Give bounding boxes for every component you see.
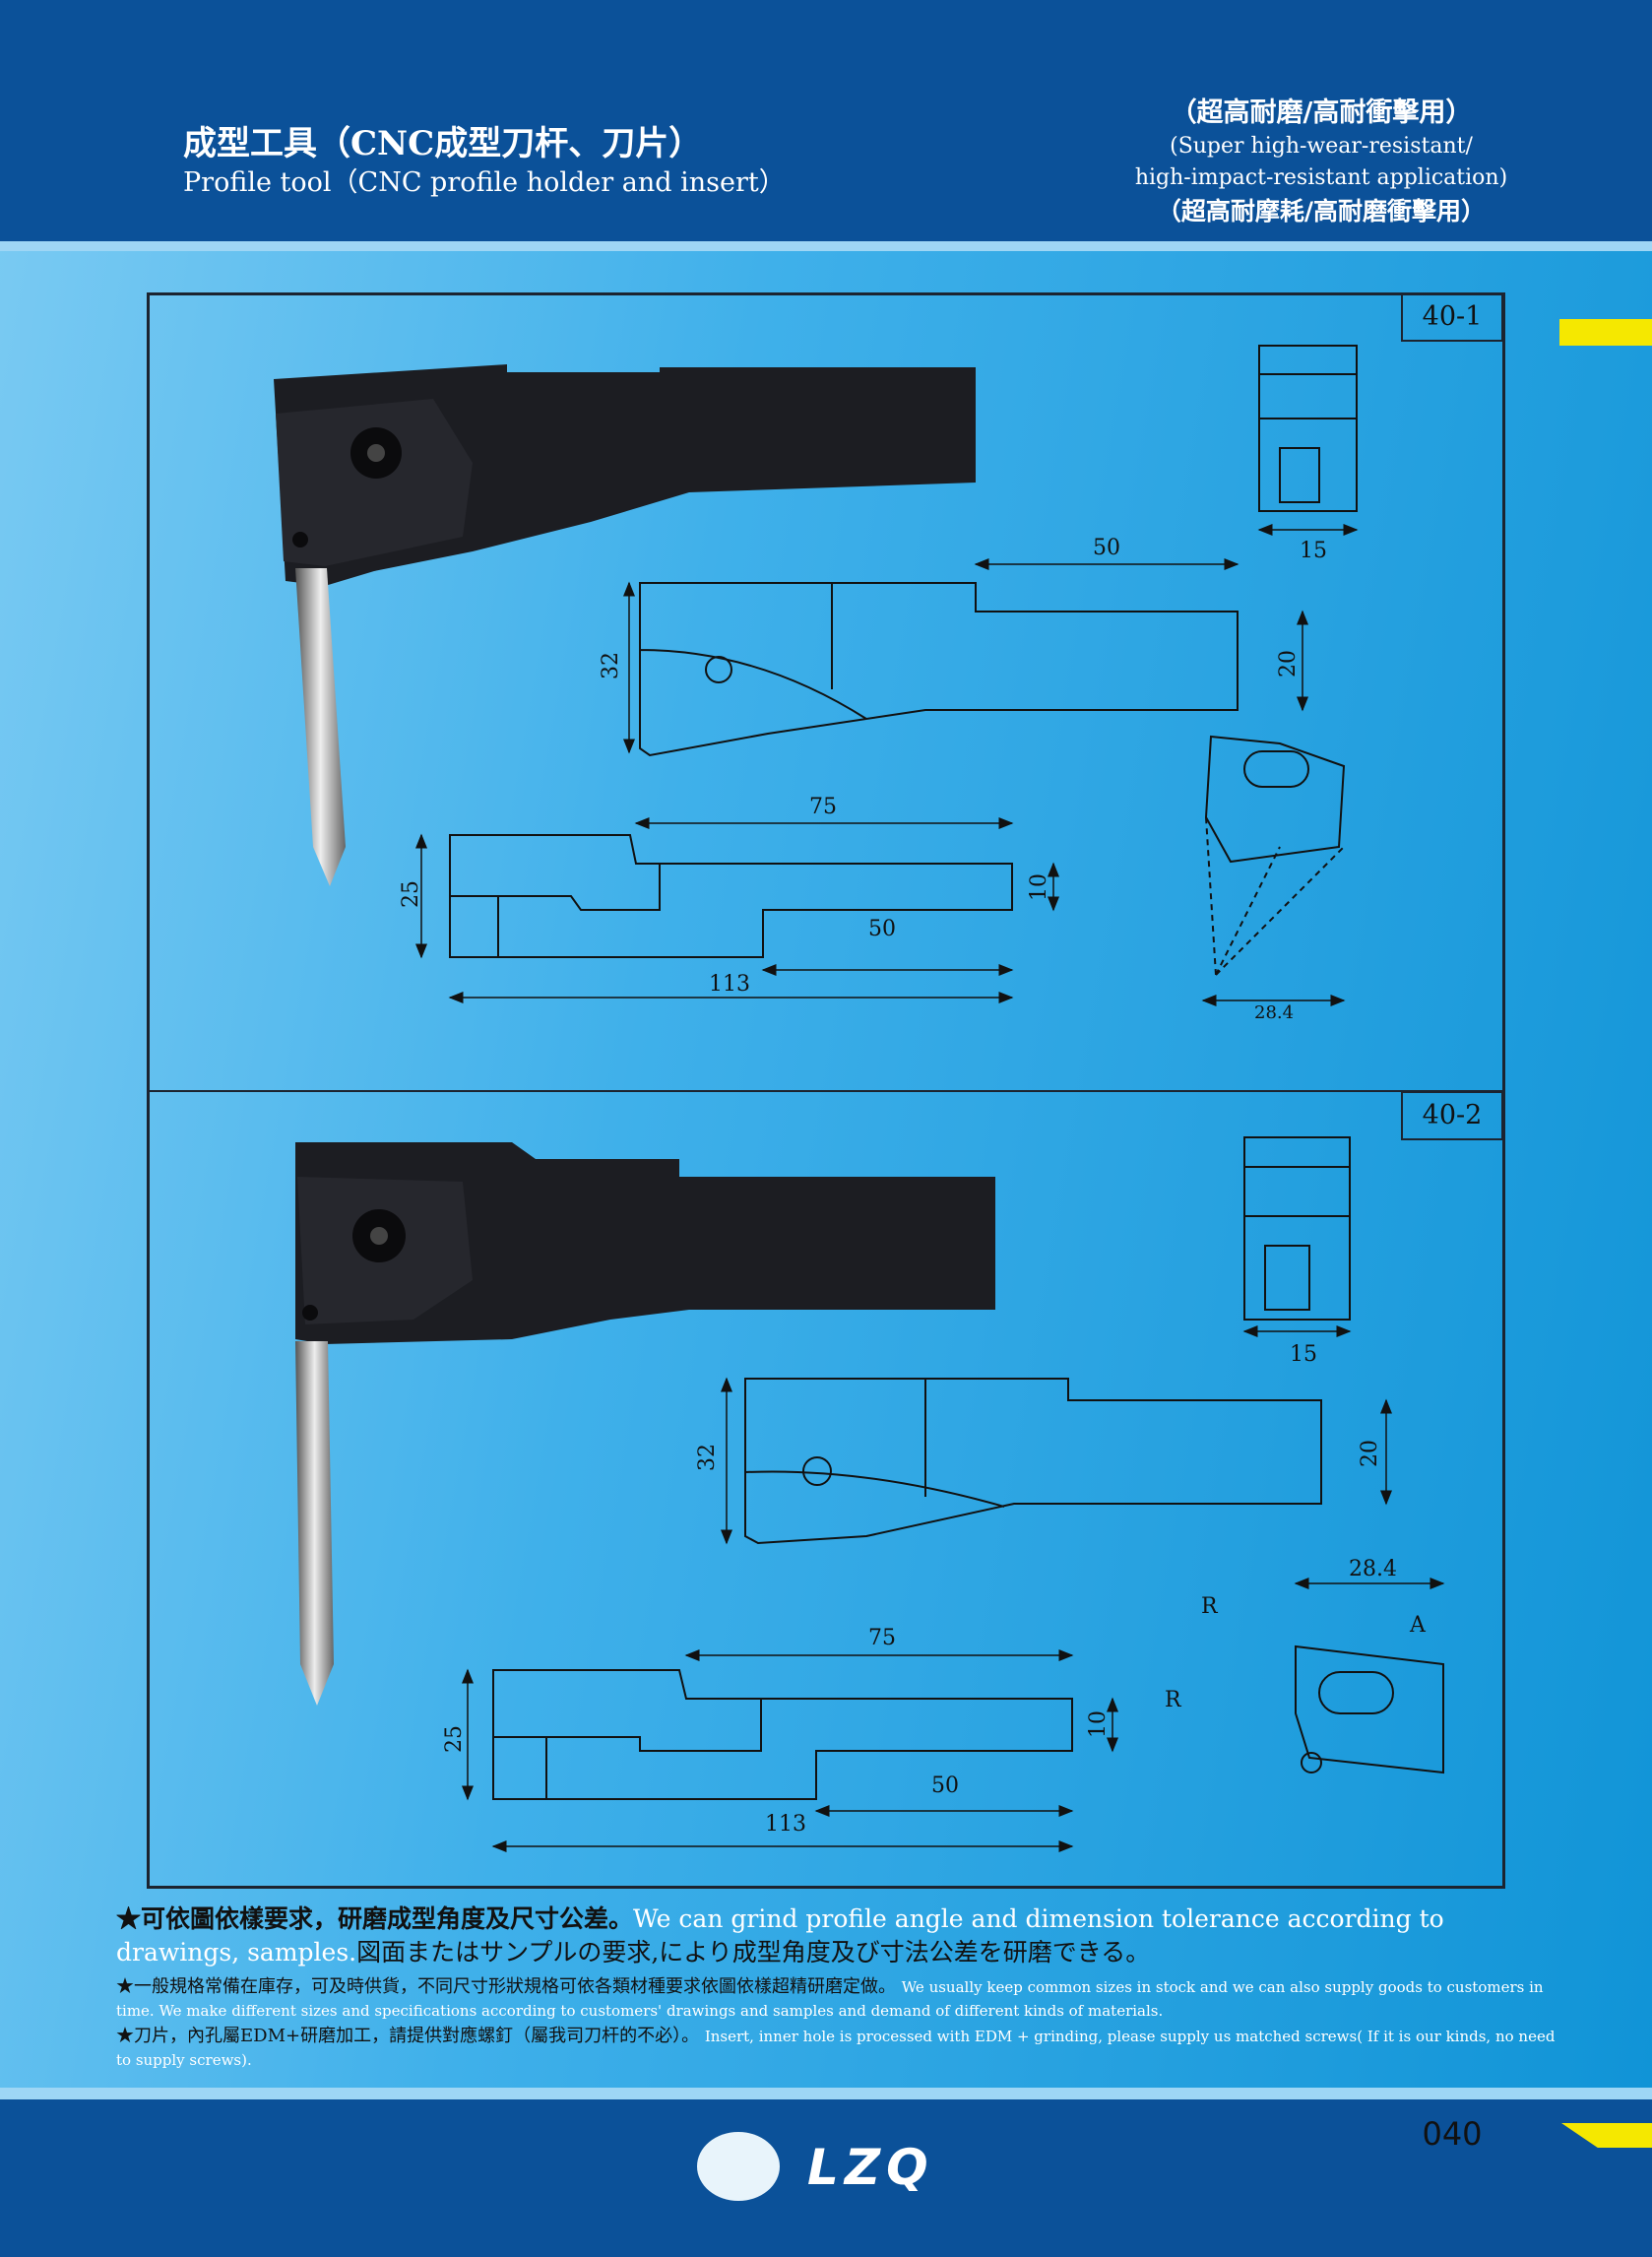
yellow-tab: [1559, 319, 1652, 346]
application-en-1: (Super high-wear-resistant/: [1170, 134, 1473, 159]
dim-15: 15: [1290, 1342, 1317, 1367]
note-2: ★一般規格常備在庫存，可及時供貨，不同尺寸形狀規格可依各類材種要求依圖依樣超精研…: [116, 1976, 1544, 2020]
dim-15: 15: [1300, 539, 1327, 563]
page-number: 040: [1422, 2115, 1483, 2153]
note-3: ★刀片，內孔屬EDM+研磨加工，請提供對應螺釘（屬我司刀杆的不必）。 Inser…: [116, 2026, 1556, 2069]
top-view-40-1: [449, 834, 1013, 958]
dim-113: 113: [765, 1812, 806, 1837]
side-view-40-2: [744, 1378, 1322, 1545]
dimension-lines: [415, 524, 1445, 1852]
insert-view-40-1: [1204, 735, 1346, 864]
insert-blade: [295, 568, 346, 886]
dim-50: 50: [1093, 536, 1120, 560]
footer-band: [0, 2099, 1652, 2257]
dim-20: 20: [1276, 650, 1301, 677]
dim-50-bottom: 50: [868, 917, 896, 941]
dim-75: 75: [809, 795, 837, 819]
side-view-40-1: [639, 582, 1239, 757]
dim-10: 10: [1086, 1710, 1111, 1738]
section-view-40-1: [1258, 345, 1358, 512]
dim-75: 75: [868, 1626, 896, 1650]
dim-28-4: 28.4: [1254, 1002, 1294, 1023]
note-1: ★可依圖依樣要求，研磨成型角度及尺寸公差。We can grind profil…: [116, 1904, 1444, 1967]
dim-32: 32: [695, 1444, 720, 1471]
application-en-2: high-impact-resistant application): [1134, 165, 1508, 190]
dim-50: 50: [931, 1773, 959, 1798]
dim-10: 10: [1027, 873, 1051, 901]
view-a-label: A: [1409, 1613, 1427, 1638]
header-stripe: [0, 241, 1652, 251]
dim-28-4: 28.4: [1349, 1557, 1397, 1581]
section-divider: [147, 1090, 1505, 1092]
tool-photo-40-2: [295, 1142, 995, 1706]
dim-25: 25: [399, 880, 423, 908]
page-title-en: Profile tool（CNC profile holder and inse…: [183, 167, 786, 198]
top-view-40-2: [492, 1669, 1073, 1800]
insert-view-40-2: [1295, 1644, 1444, 1774]
application-cn: （超高耐磨/高耐衝擊用）: [1170, 97, 1473, 128]
brand-name: LZQ: [807, 2139, 934, 2196]
radius-label: R: [1201, 1594, 1219, 1619]
header-band: [0, 0, 1652, 241]
notes: ★可依圖依樣要求，研磨成型角度及尺寸公差。We can grind profil…: [116, 1902, 1573, 2072]
page-title-cn: 成型工具（CNC成型刀杆、刀片）: [183, 124, 703, 163]
footer-stripe: [0, 2088, 1652, 2099]
dim-20: 20: [1358, 1440, 1382, 1467]
section-label-40-1: 40-1: [1401, 292, 1503, 342]
dim-32: 32: [599, 652, 623, 679]
section-view-40-2: [1243, 1136, 1351, 1321]
brand-logo-icon: [697, 2132, 780, 2201]
radius-label: R: [1165, 1688, 1182, 1712]
tool-photo-40-1: [274, 364, 976, 886]
application-cn-2: （超高耐摩耗/高耐磨衝擊用）: [1156, 197, 1487, 226]
insert-blade: [295, 1341, 334, 1706]
section-label-40-2: 40-2: [1401, 1091, 1503, 1140]
dim-25: 25: [442, 1725, 467, 1753]
dim-113: 113: [709, 972, 750, 997]
